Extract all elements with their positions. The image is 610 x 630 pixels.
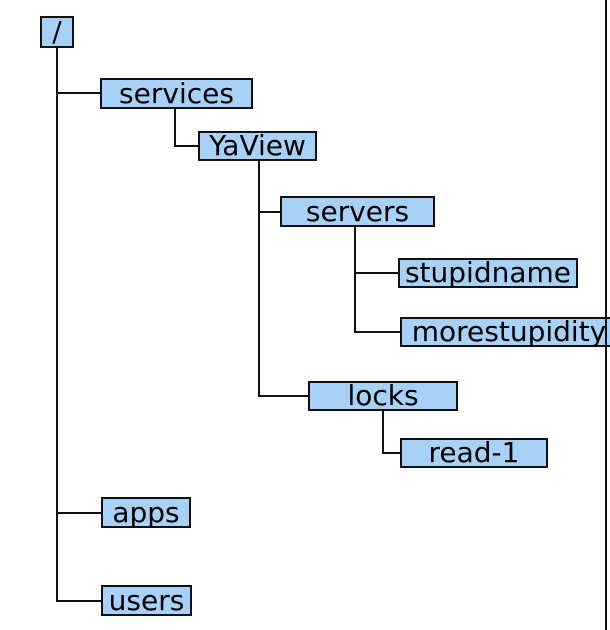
connector-branch-read-1 bbox=[382, 452, 400, 454]
connector-branch-locks bbox=[258, 395, 308, 397]
tree-node-servers[interactable]: servers bbox=[280, 196, 435, 227]
connector-trunk-services bbox=[174, 109, 176, 147]
connector-branch-apps bbox=[56, 512, 101, 514]
tree-node-stupidname[interactable]: stupidname bbox=[398, 258, 578, 288]
tree-node-apps[interactable]: apps bbox=[101, 497, 191, 528]
connector-trunk-root bbox=[56, 47, 58, 602]
connector-branch-stupidname bbox=[354, 272, 398, 274]
window-border-right bbox=[605, 0, 607, 630]
connector-branch-yaview bbox=[174, 145, 198, 147]
connector-branch-servers bbox=[258, 211, 280, 213]
tree-node-services[interactable]: services bbox=[100, 78, 253, 109]
tree-node-yaview[interactable]: YaView bbox=[198, 131, 317, 161]
connector-trunk-servers bbox=[354, 227, 356, 333]
connector-branch-users bbox=[56, 600, 101, 602]
tree-node-morestupidity[interactable]: morestupidity bbox=[400, 317, 610, 347]
connector-branch-morestupidity bbox=[354, 331, 400, 333]
tree-node-read-1[interactable]: read-1 bbox=[400, 438, 548, 468]
tree-node-users[interactable]: users bbox=[101, 585, 192, 616]
connector-trunk-locks bbox=[382, 411, 384, 454]
connector-trunk-yaview bbox=[258, 161, 260, 397]
tree-node-locks[interactable]: locks bbox=[308, 381, 458, 411]
connector-branch-services bbox=[56, 92, 100, 94]
tree-node-root[interactable]: / bbox=[40, 16, 74, 48]
